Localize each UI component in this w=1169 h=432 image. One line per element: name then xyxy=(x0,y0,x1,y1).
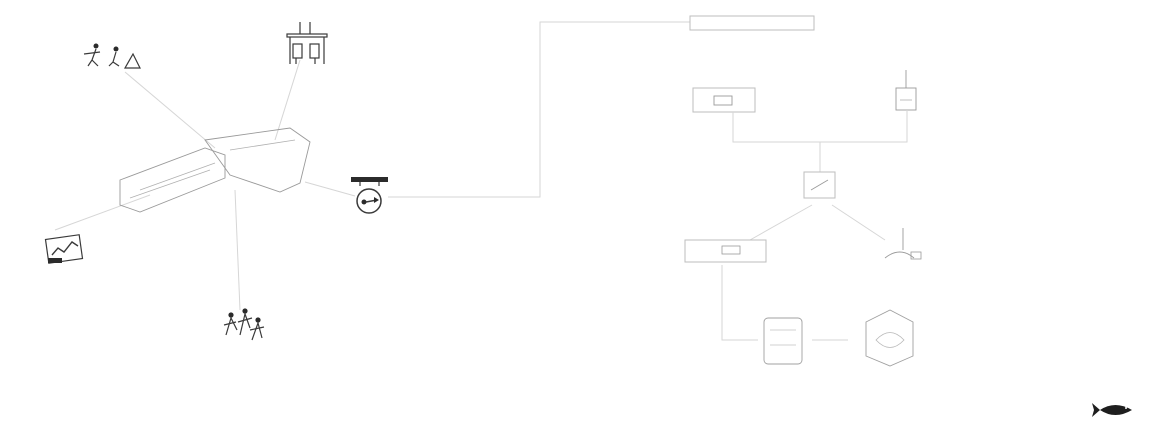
flow-node-2-icon xyxy=(895,70,917,111)
people-gathering-icon xyxy=(223,308,265,341)
processing-unit-icon xyxy=(351,177,388,214)
flow-header-box xyxy=(689,15,815,31)
left-connectors xyxy=(54,59,356,311)
flow-node-7-icon xyxy=(865,309,914,367)
flow-node-5-icon xyxy=(884,228,922,260)
fish-logo-icon xyxy=(1092,403,1132,417)
split-left-connector xyxy=(749,204,813,241)
connector-bottom-right xyxy=(234,189,241,311)
hikers-icon xyxy=(83,43,141,69)
merge-connector xyxy=(732,110,908,143)
connector-bottom-left xyxy=(54,194,151,231)
building-isometric-icon xyxy=(119,127,311,213)
split-right-connector xyxy=(831,204,886,241)
down-connector xyxy=(721,265,758,341)
connector-center-right xyxy=(304,181,356,197)
connector-top-left xyxy=(124,71,216,149)
furniture-icon xyxy=(286,22,328,64)
connector-top-right xyxy=(274,59,301,141)
flow-node-6-icon xyxy=(763,317,803,365)
flow-node-1-box xyxy=(692,87,756,113)
flow-node-4-box xyxy=(684,239,767,263)
chart-board-icon xyxy=(44,234,84,264)
connector-to-flow xyxy=(388,21,690,198)
right-flow xyxy=(684,15,922,367)
